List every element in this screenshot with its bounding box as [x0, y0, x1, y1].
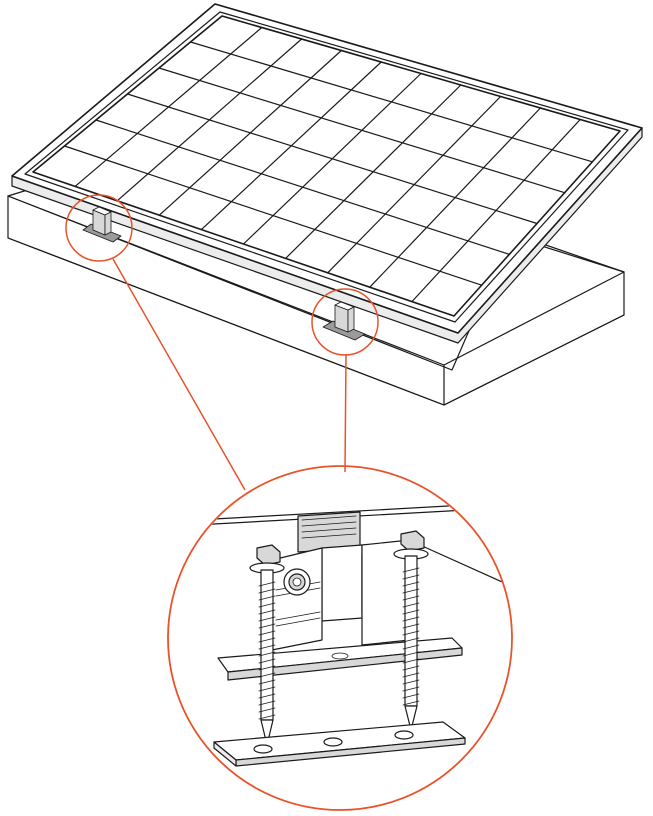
screw-thread: [402, 686, 420, 692]
panel-cell-divider: [95, 119, 510, 255]
screw-thread: [402, 644, 420, 650]
clamp-bolt: [283, 568, 311, 596]
detail-beam-lower-edge: [419, 544, 511, 591]
screw-thread: [402, 588, 420, 594]
screw-thread: [258, 595, 276, 601]
screw-thread: [258, 630, 276, 636]
left-small-bracket-side: [104, 211, 112, 236]
right-screw: [393, 530, 429, 731]
left-screw: [249, 544, 285, 746]
screw-thread: [402, 658, 420, 664]
panel-cell-divider: [189, 41, 593, 163]
screw-thread: [258, 707, 276, 713]
screw-thread: [258, 588, 276, 594]
screw-thread: [402, 609, 420, 615]
panel-cell-divider: [63, 145, 483, 286]
right-screw-shaft: [404, 555, 418, 707]
screw-thread: [258, 665, 276, 671]
screw-thread: [402, 630, 420, 636]
l-bracket-left-wall: [271, 547, 323, 651]
screw-thread: [402, 651, 420, 657]
screw-thread: [258, 658, 276, 664]
right-bracket-callout-circle: [311, 288, 379, 356]
screw-thread: [402, 679, 420, 685]
screw-thread: [258, 672, 276, 678]
right-screw-tip: [404, 705, 418, 731]
right-small-bracket-side: [347, 306, 355, 333]
screw-thread: [402, 581, 420, 587]
screw-thread: [258, 651, 276, 657]
screw-thread: [402, 623, 420, 629]
screw-thread: [258, 714, 276, 720]
screw-thread: [402, 602, 420, 608]
base-plate: [213, 721, 466, 767]
flange-hole: [331, 652, 349, 660]
screw-thread: [258, 602, 276, 608]
screw-thread: [402, 616, 420, 622]
l-bracket: [217, 539, 463, 681]
screw-thread: [258, 609, 276, 615]
screw-thread: [258, 679, 276, 685]
screw-thread: [258, 644, 276, 650]
right-screw-head: [400, 530, 425, 552]
screw-thread: [402, 693, 420, 699]
screw-thread: [402, 595, 420, 601]
screw-thread: [258, 616, 276, 622]
left-callout-leader: [112, 258, 246, 491]
right-small-bracket: [322, 301, 366, 341]
solar-panel: [11, 3, 643, 344]
base-plate-hole-3: [394, 730, 414, 740]
clamp-post: [321, 544, 363, 622]
roof-beam-right-back-edge: [539, 242, 625, 273]
base-plate-side: [213, 741, 237, 767]
left-screw-shaft: [260, 569, 274, 721]
roof-beam-top-edge: [7, 195, 625, 366]
left-small-bracket: [82, 206, 122, 243]
screw-thread: [402, 700, 420, 706]
panel-cell-divider: [158, 67, 566, 194]
screw-thread: [258, 693, 276, 699]
base-plate-hole-2: [323, 737, 343, 747]
screw-thread: [402, 574, 420, 580]
right-callout-leader: [344, 353, 347, 473]
panel-frame-inner: [24, 11, 629, 323]
screw-thread: [402, 672, 420, 678]
screw-thread: [402, 567, 420, 573]
screw-thread: [258, 700, 276, 706]
detail-callout-circle: [167, 465, 513, 811]
screw-thread: [258, 637, 276, 643]
screw-thread: [258, 623, 276, 629]
base-plate-hole-1: [253, 744, 273, 754]
panel-cell-divider: [126, 93, 538, 225]
panel-frame-outer: [11, 3, 643, 334]
left-screw-tip: [260, 719, 274, 746]
screw-thread: [258, 686, 276, 692]
left-screw-head: [256, 544, 281, 566]
panel-cell-grid: [63, 26, 593, 303]
screw-thread: [402, 665, 420, 671]
screw-thread: [258, 581, 276, 587]
screw-thread: [402, 637, 420, 643]
callout-lines: [65, 194, 513, 811]
left-bracket-callout-circle: [65, 194, 133, 262]
bracket-detail-view: [169, 501, 511, 767]
